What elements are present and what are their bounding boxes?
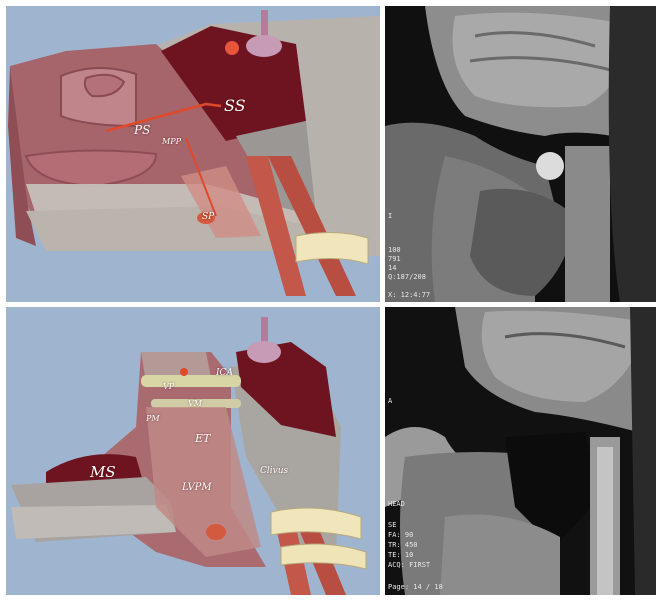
overlay-line-3: 14: [388, 264, 396, 273]
overlay-line-4: Q:187/208: [388, 273, 426, 282]
overlay-line-2: 791: [388, 255, 401, 264]
overlay-side: A: [388, 397, 392, 406]
overlay-line-5: X: 12:4:77: [388, 291, 430, 300]
top-left-anatomy-illustration: [6, 6, 380, 302]
label-pm: PM: [146, 415, 160, 423]
label-vp: VP: [163, 383, 174, 391]
label-vm: VM: [188, 400, 202, 408]
label-et: ET: [195, 433, 210, 444]
top-right-mri-panel: I 100 791 14 Q:187/208 X: 12:4:77: [385, 6, 656, 302]
label-lvpm: LVPM: [182, 483, 212, 493]
label-ica: ICA: [216, 369, 233, 378]
overlay-line-5: TE: 10: [388, 551, 413, 560]
overlay-side: I: [388, 212, 392, 221]
overlay-line-6: ACQ: FIRST: [388, 561, 430, 570]
label-sp: SP: [202, 213, 214, 222]
bottom-right-mri-image: [385, 307, 656, 595]
label-ps: PS: [134, 124, 150, 136]
overlay-line-7: Page: 14 / 18: [388, 583, 443, 592]
top-right-mri-image: [385, 6, 656, 302]
bottom-right-mri-panel: A HEAD SE FA: 90 TR: 450 TE: 10 ACQ: FIR…: [385, 307, 656, 595]
overlay-line-1: 100: [388, 246, 401, 255]
label-ms: MS: [90, 465, 116, 480]
bottom-left-anatomy-illustration: [6, 307, 380, 595]
overlay-line-4: TR: 450: [388, 541, 418, 550]
label-ss: SS: [224, 98, 246, 114]
overlay-line-3: FA: 90: [388, 531, 413, 540]
label-clivus: Clivus: [260, 467, 288, 476]
label-mpp: MPP: [162, 138, 181, 146]
top-left-anatomy-panel: SS PS MPP SP: [6, 6, 380, 302]
overlay-line-2: SE: [388, 521, 396, 530]
overlay-line-1: HEAD: [388, 500, 405, 509]
bottom-left-anatomy-panel: VP VM ICA PM ET MS LVPM Clivus: [6, 307, 380, 595]
